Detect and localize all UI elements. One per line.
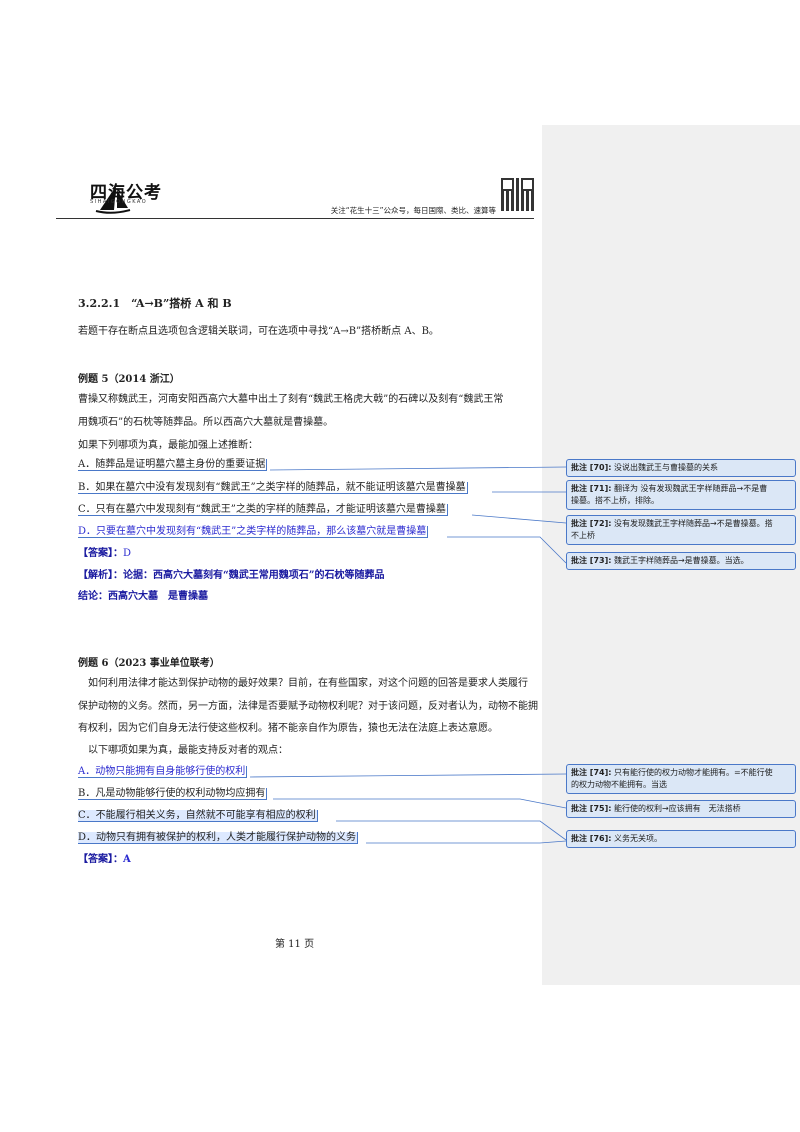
section-intro: 若题干存在断点且选项包含逻辑关联词，可在选项中寻找“A→B”搭桥断点 A、B。 bbox=[78, 326, 439, 337]
example-5-conclusion: 结论：西高穴大墓 是曹操墓 bbox=[78, 591, 208, 602]
example-6-para-2: 保护动物的义务。然而，另一方面，法律是否要赋予动物权利呢？对于该问题，反对者认为… bbox=[78, 701, 538, 712]
example-6-para-3: 有权利，因为它们自身无法行使这些权利。猪不能亲自作为原告，猿也无法在法庭上表达意… bbox=[78, 723, 498, 734]
example-6-title: 例题 6（2023 事业单位联考） bbox=[78, 658, 220, 669]
example-6-answer: 【答案】：A bbox=[78, 854, 131, 865]
comment-70[interactable]: 批注 [70]: 没说出魏武王与曹操墓的关系 bbox=[566, 459, 796, 477]
example-5-option-d[interactable]: D．只要在墓穴中发现刻有“魏武王”之类字样的随葬品，那么该墓穴就是曹操墓 bbox=[78, 526, 429, 538]
example-5-answer: 【答案】：D bbox=[78, 548, 132, 559]
comment-76[interactable]: 批注 [76]: 义务无关项。 bbox=[566, 830, 796, 848]
comment-75[interactable]: 批注 [75]: 能行使的权利→应该拥有 无法搭桥 bbox=[566, 800, 796, 818]
example-5-option-a[interactable]: A．随葬品是证明墓穴墓主身份的重要证据 bbox=[78, 459, 268, 471]
example-6-option-c[interactable]: C．不能履行相关义务，自然就不可能享有相应的权利 bbox=[78, 810, 318, 822]
example-5-para-1: 曹操又称魏武王，河南安阳西高穴大墓中出土了刻有“魏武王格虎大戟”的石碑以及刻有“… bbox=[78, 394, 504, 405]
example-5-option-b[interactable]: B．如果在墓穴中没有发现刻有“魏武王”之类字样的随葬品，就不能证明该墓穴是曹操墓 bbox=[78, 482, 468, 494]
page-header: 四海公考 SIHAIGONGKAO 关注“花生十三”公众号，每日国際、类比、速算… bbox=[56, 178, 534, 218]
section-heading: 3.2.2.1 “A→B”搭桥 A 和 B bbox=[78, 297, 232, 310]
example-5-title: 例题 5（2014 浙江） bbox=[78, 374, 180, 385]
header-divider bbox=[56, 218, 534, 219]
comment-72[interactable]: 批注 [72]: 没有发现魏武王字样随葬品→不是曹操墓。搭不上桥 bbox=[566, 515, 796, 545]
example-6-question: 以下哪项如果为真，最能支持反对者的观点： bbox=[88, 745, 288, 756]
example-6-option-b[interactable]: B．凡是动物能够行使的权利动物均应拥有 bbox=[78, 788, 268, 800]
page-number: 第 11 页 bbox=[275, 939, 315, 950]
example-5-question: 如果下列哪项为真，最能加强上述推断： bbox=[78, 440, 258, 451]
header-note: 关注“花生十三”公众号，每日国際、类比、速算等 bbox=[330, 206, 496, 215]
comment-71[interactable]: 批注 [71]: 翻译为 没有发现魏武王字样随葬品→不是曹操墓。搭不上桥，排除。 bbox=[566, 480, 796, 510]
logo-subtitle: SIHAIGONGKAO bbox=[90, 199, 148, 205]
example-6-option-d[interactable]: D．动物只有拥有被保护的权利，人类才能履行保护动物的义务 bbox=[78, 832, 359, 844]
example-5-para-2: 用魏项石”的石枕等随葬品。所以西高穴大墓就是曹操墓。 bbox=[78, 417, 334, 428]
example-6-para-1: 如何利用法律才能达到保护动物的最好效果？目前，在有些国家，对这个问题的回答是要求… bbox=[88, 678, 528, 689]
sailboat-logo-icon bbox=[95, 186, 131, 214]
comment-74[interactable]: 批注 [74]: 只有能行使的权力动物才能拥有。=不能行使的权力动物不能拥有。当… bbox=[566, 764, 796, 794]
example-6-option-a[interactable]: A．动物只能拥有自身能够行使的权利 bbox=[78, 766, 248, 778]
qr-code-icon bbox=[501, 178, 534, 211]
logo-name: 四海公考 bbox=[90, 183, 162, 203]
comment-73[interactable]: 批注 [73]: 魏武王字样随葬品→是曹操墓。当选。 bbox=[566, 552, 796, 570]
example-5-option-c[interactable]: C．只有在墓穴中发现刻有“魏武王”之类的字样的随葬品，才能证明该墓穴是曹操墓 bbox=[78, 504, 448, 516]
example-5-analysis: 【解析】：论据：西高穴大墓刻有“魏武王常用魏项石”的石枕等随葬品 bbox=[78, 570, 385, 581]
